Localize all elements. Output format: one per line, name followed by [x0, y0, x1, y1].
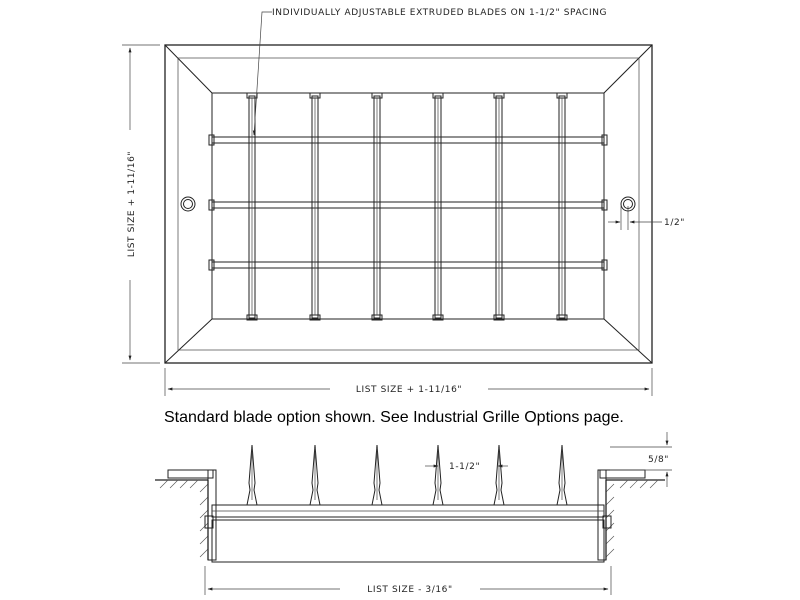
- section-blade: [309, 444, 321, 506]
- inner-opening: [211, 92, 605, 320]
- blade-callout-label: INDIVIDUALLY ADJUSTABLE EXTRUDED BLADES …: [272, 8, 607, 18]
- mounting-hole-left: [180, 196, 196, 212]
- blade: [556, 92, 568, 321]
- height-dimension-label: LIST SIZE + 1-11/16": [127, 151, 137, 257]
- outer-frame: [164, 44, 653, 364]
- caption-text: Standard blade option shown. See Industr…: [164, 409, 624, 426]
- spacing-dimension-label: 1-1/2": [449, 462, 480, 472]
- offset-dimension-label: 1/2": [664, 218, 685, 228]
- section-blade: [432, 444, 444, 506]
- bottom-dimension-label: LIST SIZE - 3/16": [367, 585, 452, 595]
- width-dimension-label: LIST SIZE + 1-11/16": [356, 385, 462, 395]
- section-view: 1-1/2" 5/8" LIST SIZE - 3/16": [155, 432, 672, 595]
- horizontal-rails: [208, 134, 608, 271]
- section-blade: [493, 444, 505, 506]
- front-view: INDIVIDUALLY ADJUSTABLE EXTRUDED BLADES …: [122, 8, 685, 396]
- blade: [371, 92, 383, 321]
- section-blade: [371, 444, 383, 506]
- section-blade: [556, 444, 568, 506]
- blade: [246, 92, 258, 321]
- depth-dimension-label: 5/8": [648, 455, 669, 465]
- vertical-blades: [246, 92, 568, 321]
- blade: [309, 92, 321, 321]
- section-blades: [246, 444, 568, 506]
- blade: [493, 92, 505, 321]
- blade: [432, 92, 444, 321]
- section-blade: [246, 444, 258, 506]
